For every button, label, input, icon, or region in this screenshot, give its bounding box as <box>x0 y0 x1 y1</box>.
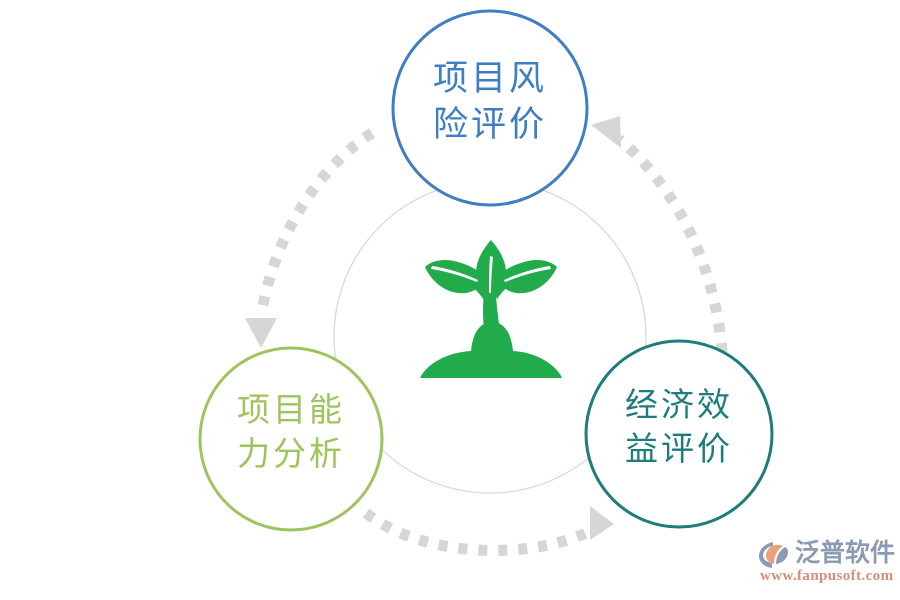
node-circle-right[interactable] <box>584 339 774 529</box>
brand-logo[interactable]: 泛普软件 www.fanpusoft.com <box>759 537 895 587</box>
arrow-top-to-left <box>245 128 375 348</box>
brand-url: www.fanpusoft.com <box>760 568 894 584</box>
node-label-top: 项目风 险评价 <box>432 59 547 145</box>
fanpusoft-logo-icon <box>759 542 788 568</box>
brand-name: 泛普软件 <box>795 539 896 567</box>
arrow-right-to-top <box>591 116 728 353</box>
sprout-icon <box>420 240 562 378</box>
node-circle-top[interactable] <box>391 9 589 207</box>
node-label-left: 项目能 力分析 <box>237 393 345 473</box>
arrow-left-to-right <box>362 506 614 556</box>
node-circle-left[interactable] <box>198 346 384 532</box>
node-label-right: 经济效 益评价 <box>625 388 733 468</box>
